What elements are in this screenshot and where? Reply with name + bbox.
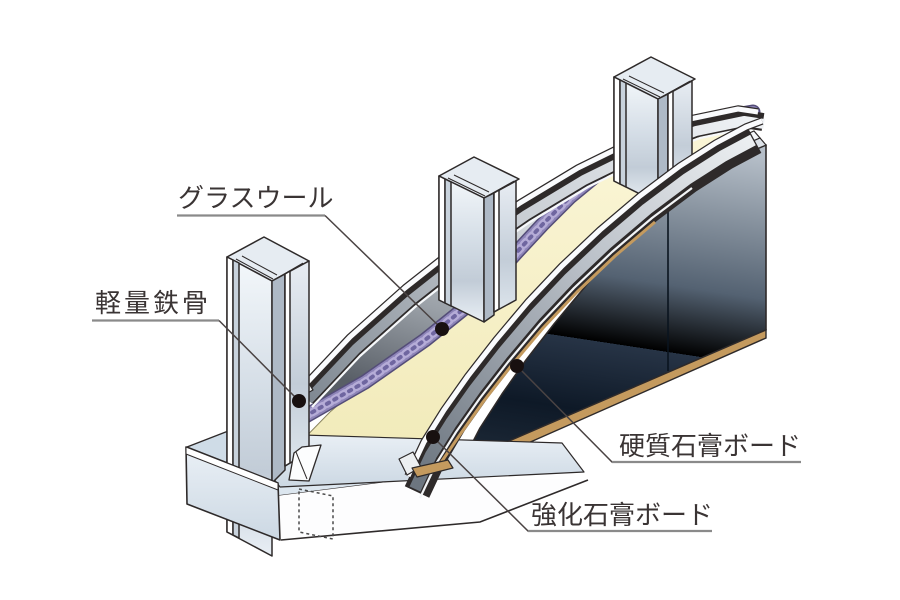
anchor-dot xyxy=(435,322,449,336)
steel-frame-label: 軽量鉄骨 xyxy=(95,289,211,318)
anchor-dot xyxy=(426,430,440,444)
floor-runner-front-flange xyxy=(185,446,334,541)
callout-hard-gypsum: 硬質石膏ボード xyxy=(510,359,801,464)
cut-band-upper xyxy=(295,105,765,408)
reinforced-gypsum-label: 強化石膏ボード xyxy=(531,501,713,530)
anchor-dot xyxy=(292,394,306,408)
steel-stud-middle xyxy=(438,156,520,323)
callouts: グラスウール 軽量鉄骨 硬質石膏ボード 強化石膏ボード xyxy=(92,184,801,533)
callout-glasswool: グラスウール xyxy=(177,184,449,336)
callout-reinforced-gypsum: 強化石膏ボード xyxy=(426,430,713,533)
hidden-stud-dashed-outline xyxy=(298,488,334,540)
anchor-dot xyxy=(510,359,524,373)
glasswool-label: グラスウール xyxy=(178,184,333,213)
leader-line xyxy=(324,214,443,330)
hard-gypsum-label: 硬質石膏ボード xyxy=(619,432,801,461)
steel-stud-right xyxy=(613,56,696,204)
leader-line xyxy=(218,319,300,402)
cut-band-main xyxy=(398,117,764,499)
callout-steel-frame: 軽量鉄骨 xyxy=(92,289,306,408)
